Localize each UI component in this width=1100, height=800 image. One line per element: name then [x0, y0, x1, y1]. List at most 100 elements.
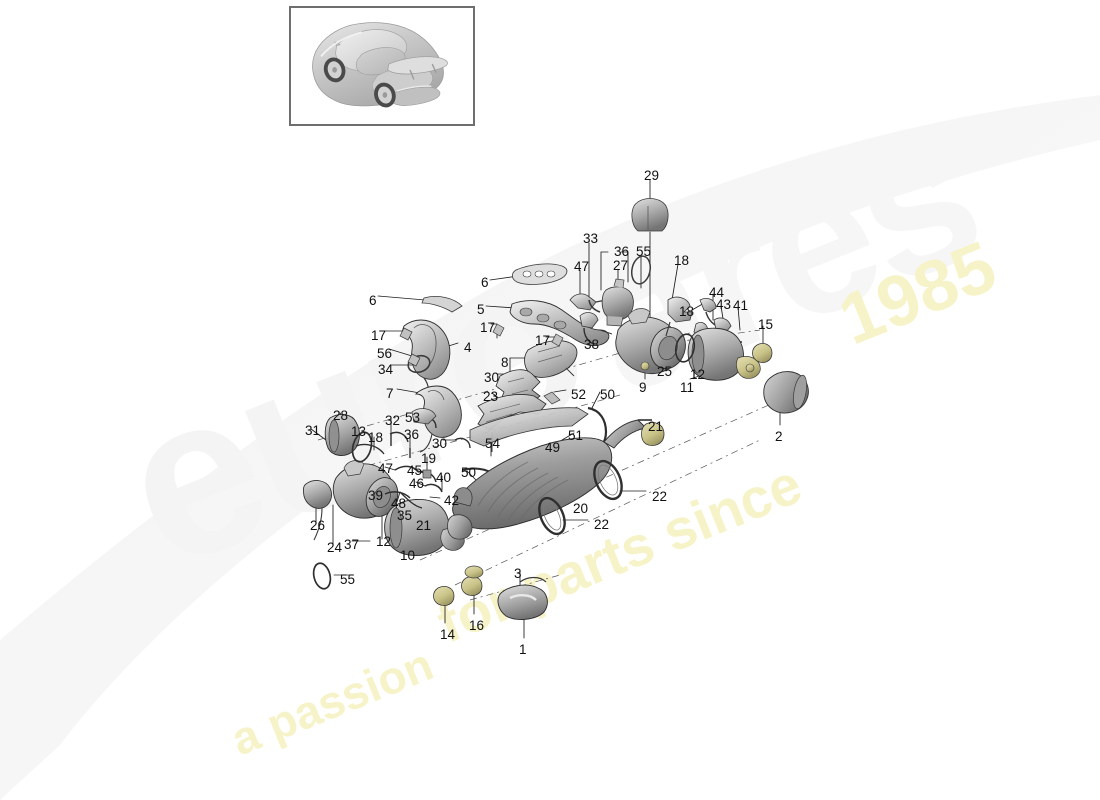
part-21-bushing-right [641, 422, 665, 446]
callout-18b: 18 [679, 304, 695, 319]
part-15-oxygen-sensor [752, 343, 773, 363]
callout-41: 41 [733, 298, 749, 313]
callout-45: 45 [407, 463, 423, 478]
callout-21b: 21 [416, 518, 432, 533]
callout-22b: 22 [594, 517, 610, 532]
part-2-tailpipe [763, 371, 809, 414]
callout-53: 53 [405, 410, 421, 425]
part-8-heat-shield [524, 340, 578, 378]
callout-25: 25 [657, 364, 673, 379]
callout-16: 16 [469, 618, 485, 633]
callout-54: 54 [485, 436, 501, 451]
callout-51: 51 [568, 428, 584, 443]
part-18-bracket-upper [665, 296, 693, 337]
part-55-gasket-ring-lower [312, 562, 332, 590]
callout-44: 44 [709, 285, 725, 300]
callout-36a: 36 [614, 244, 630, 259]
callout-49: 49 [545, 440, 561, 455]
part-16-bolt [461, 565, 484, 596]
callout-9: 9 [639, 380, 647, 395]
callout-32: 32 [385, 413, 401, 428]
callout-24: 24 [327, 540, 343, 555]
part-52-49-shield [469, 391, 589, 447]
callout-4: 4 [464, 340, 472, 355]
callout-1: 1 [519, 642, 527, 657]
callout-6b: 6 [481, 275, 489, 290]
part-5-exhaust-manifold-right [509, 300, 613, 347]
callout-17a: 17 [371, 328, 387, 343]
callout-28: 28 [333, 408, 349, 423]
part-26-sensor [302, 480, 332, 541]
callout-33: 33 [583, 231, 599, 246]
callout-18c: 18 [368, 430, 384, 445]
callout-10: 10 [400, 548, 416, 563]
callout-47a: 47 [574, 259, 590, 274]
callout-30a: 30 [484, 370, 500, 385]
callout-55b: 55 [340, 572, 356, 587]
callout-36b: 36 [404, 427, 420, 442]
callout-21a: 21 [648, 419, 664, 434]
callout-47b: 47 [378, 461, 394, 476]
callout-50b: 50 [461, 465, 477, 480]
part-28-compressor-housing [324, 414, 360, 456]
part-12-clamp-ring-upper [674, 333, 696, 363]
callout-46: 46 [409, 476, 425, 491]
callout-56: 56 [377, 346, 393, 361]
callout-14: 14 [440, 627, 456, 642]
callout-31: 31 [305, 423, 321, 438]
callout-27: 27 [613, 258, 629, 273]
callout-55a: 55 [636, 244, 652, 259]
callout-3: 3 [514, 566, 522, 581]
callout-2: 2 [775, 429, 783, 444]
part-14-nut [433, 586, 455, 606]
vehicle-thumbnail [289, 6, 475, 126]
part-53-32-36-hardware [390, 408, 437, 458]
callout-22a: 22 [652, 489, 668, 504]
callout-7: 7 [386, 386, 394, 401]
callout-12a: 12 [690, 367, 706, 382]
callout-42: 42 [444, 493, 460, 508]
callout-35: 35 [397, 508, 413, 523]
part-6-gasket-strip [421, 296, 463, 313]
callout-20: 20 [573, 501, 589, 516]
part-21-bushing-left [447, 514, 473, 540]
part-22-clamp-left [538, 496, 566, 536]
part-47-bracket [569, 293, 607, 311]
callout-34: 34 [378, 362, 394, 377]
callout-26: 26 [310, 518, 326, 533]
callout-8: 8 [501, 355, 509, 370]
part-55-gasket-ring-upper [630, 255, 652, 285]
callout-38: 38 [584, 337, 600, 352]
callout-11: 11 [680, 380, 695, 395]
part-20-main-muffler [452, 419, 652, 530]
callout-19: 19 [421, 451, 437, 466]
part-10-pre-catalytic-converter [384, 499, 465, 556]
callout-39: 39 [368, 488, 384, 503]
callout-30b: 30 [432, 436, 448, 451]
part-13-ring [351, 431, 373, 463]
callout-13: 13 [351, 424, 367, 439]
callout-12b: 12 [376, 534, 392, 549]
callout-29: 29 [644, 168, 660, 183]
part-29-heat-shield [631, 198, 669, 232]
callout-50a: 50 [600, 387, 616, 402]
part-56-17-plates [399, 323, 564, 367]
callout-6a: 6 [369, 293, 377, 308]
part-1-3-bracket [497, 576, 548, 620]
part-6-gasket-upper [511, 263, 568, 285]
callout-23: 23 [483, 389, 499, 404]
part-39-turbocharger-left [332, 460, 399, 519]
car-illustration [312, 22, 448, 108]
part-22-clamp-right [593, 459, 623, 501]
part-7-manifold-lower [414, 385, 462, 453]
callout-18a: 18 [674, 253, 690, 268]
part-38-bracket [579, 312, 599, 345]
callout-17b: 17 [480, 320, 496, 335]
part-25-turbocharger [615, 308, 686, 375]
callout-43: 43 [716, 297, 732, 312]
callout-52: 52 [571, 387, 587, 402]
callout-17c: 17 [535, 333, 551, 348]
callout-40: 40 [436, 470, 452, 485]
